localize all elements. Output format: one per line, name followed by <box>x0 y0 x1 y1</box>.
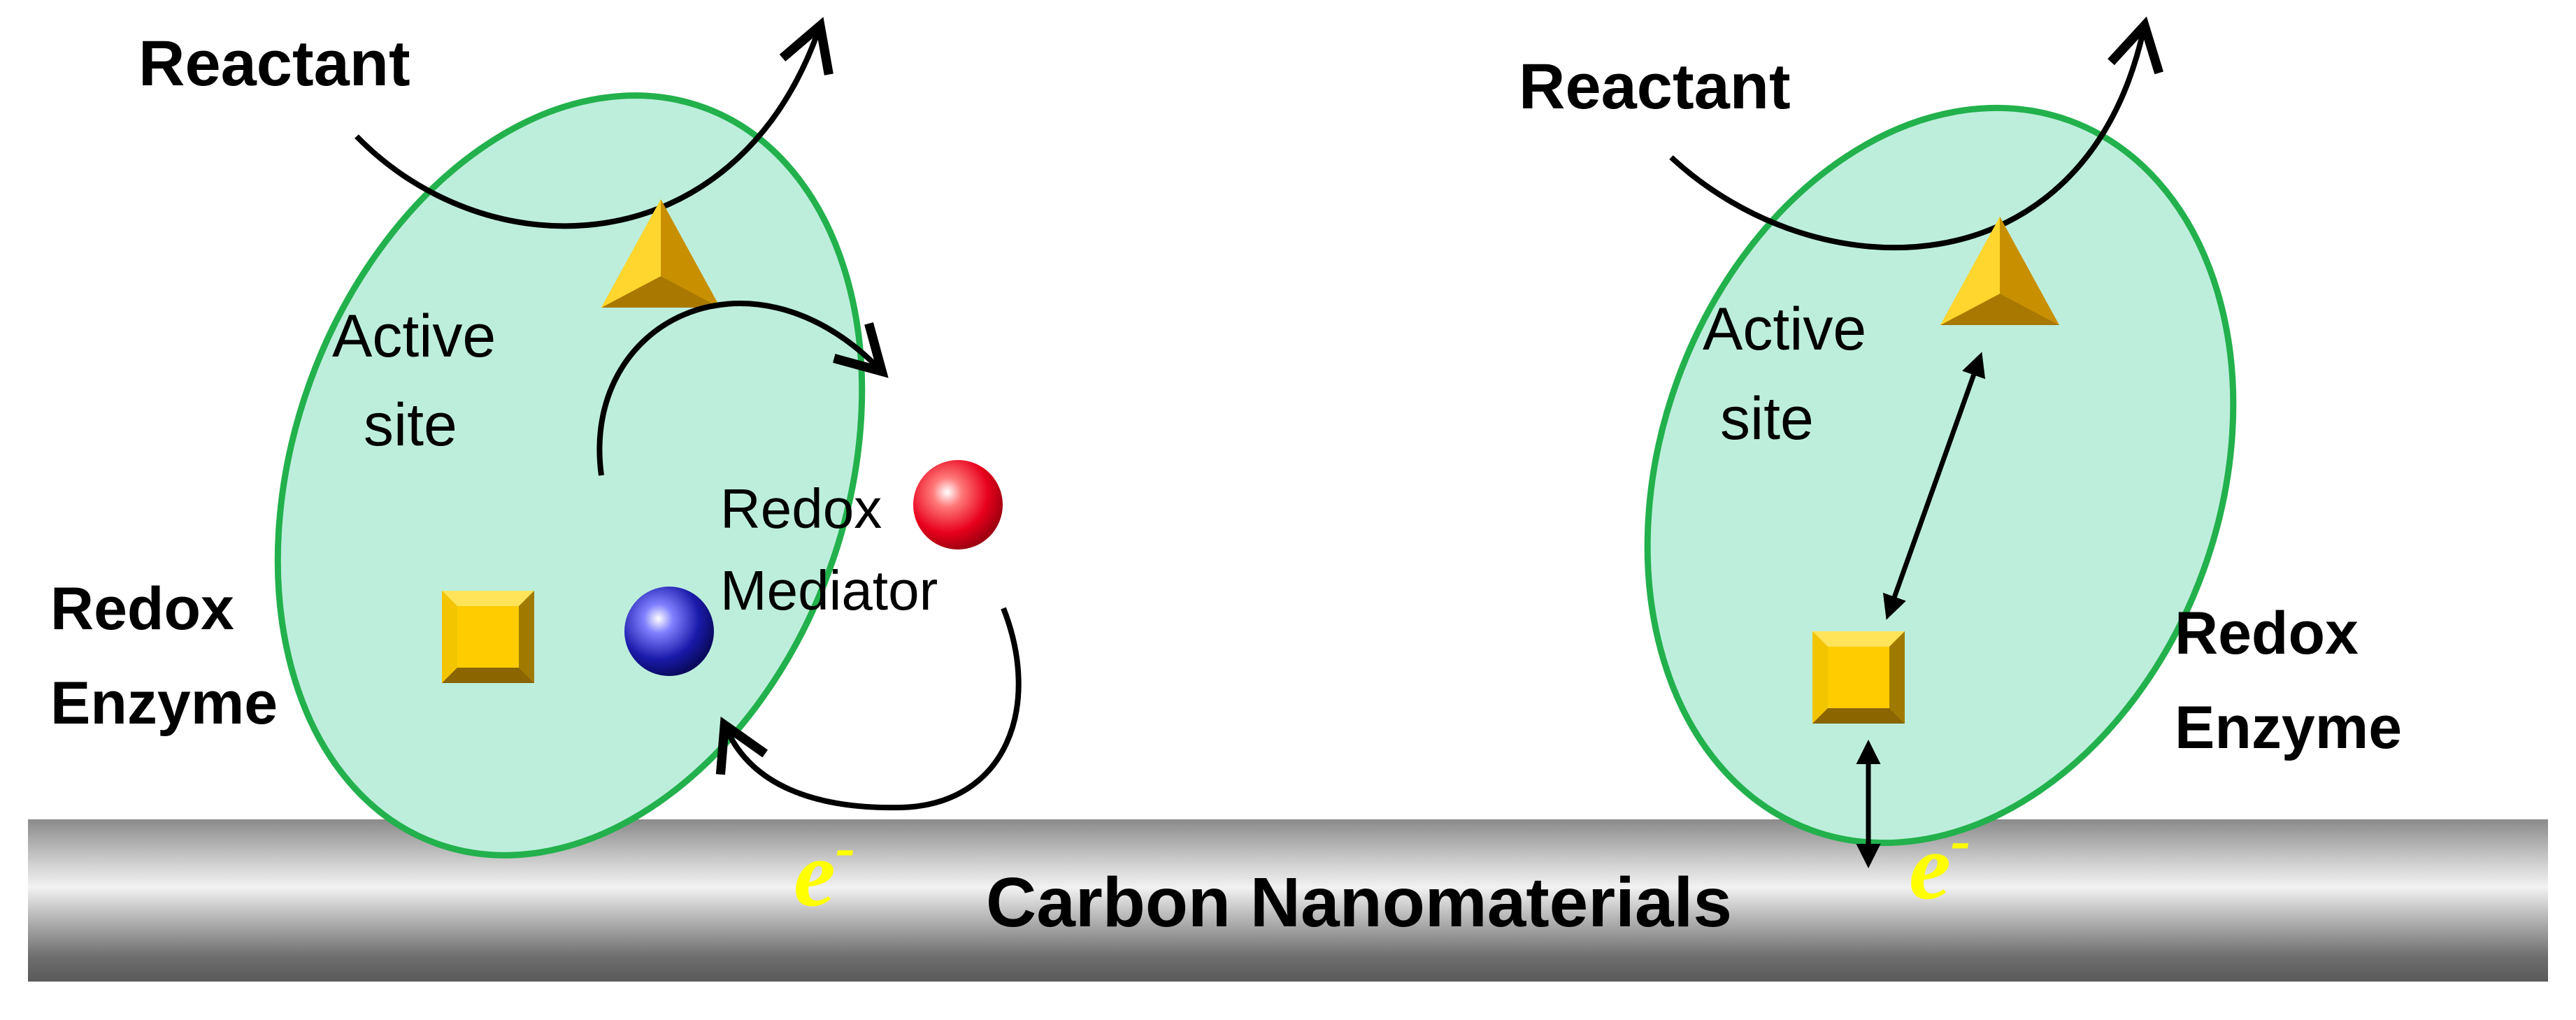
left-active-site-label-line1: Active <box>332 303 496 370</box>
right-active-site-label-line2: site <box>1720 385 1814 452</box>
left-active-site-label-line2: site <box>364 392 457 459</box>
left-enzyme-label-line1: Redox <box>50 575 234 642</box>
left-electron-label: e- <box>794 814 855 926</box>
right-electron-label: e- <box>1909 807 1970 919</box>
right-active-site-triangle-icon <box>1940 217 2059 325</box>
right-enzyme-label-line2: Enzyme <box>2175 694 2402 761</box>
right-reactant-arrow <box>1669 16 2163 251</box>
right-active-site-label-line1: Active <box>1703 296 1866 363</box>
direct-transfer-arrow <box>1882 352 1986 620</box>
left-reactant-arrow <box>355 17 833 229</box>
reduced-mediator-sphere-icon <box>624 587 714 676</box>
right-enzyme-label-line1: Redox <box>2175 600 2359 667</box>
left-enzyme-ellipse <box>274 92 866 859</box>
left-active-site-triangle-icon <box>601 199 720 308</box>
left-internal-arrow <box>596 301 889 476</box>
carbon-nanomaterials-label: Carbon Nanomaterials <box>986 863 1732 942</box>
mediator-label-line2: Mediator <box>720 559 938 622</box>
mediator-label-line1: Redox <box>720 477 882 540</box>
right-cofactor-square-icon <box>1812 631 1905 724</box>
left-cofactor-square-icon <box>442 591 534 683</box>
left-enzyme-label-line2: Enzyme <box>50 670 278 737</box>
right-reactant-label: Reactant <box>1519 51 1791 122</box>
left-reactant-label: Reactant <box>138 28 410 99</box>
oxidized-mediator-sphere-icon <box>913 460 1003 549</box>
mediator-return-arrow <box>715 607 1022 811</box>
